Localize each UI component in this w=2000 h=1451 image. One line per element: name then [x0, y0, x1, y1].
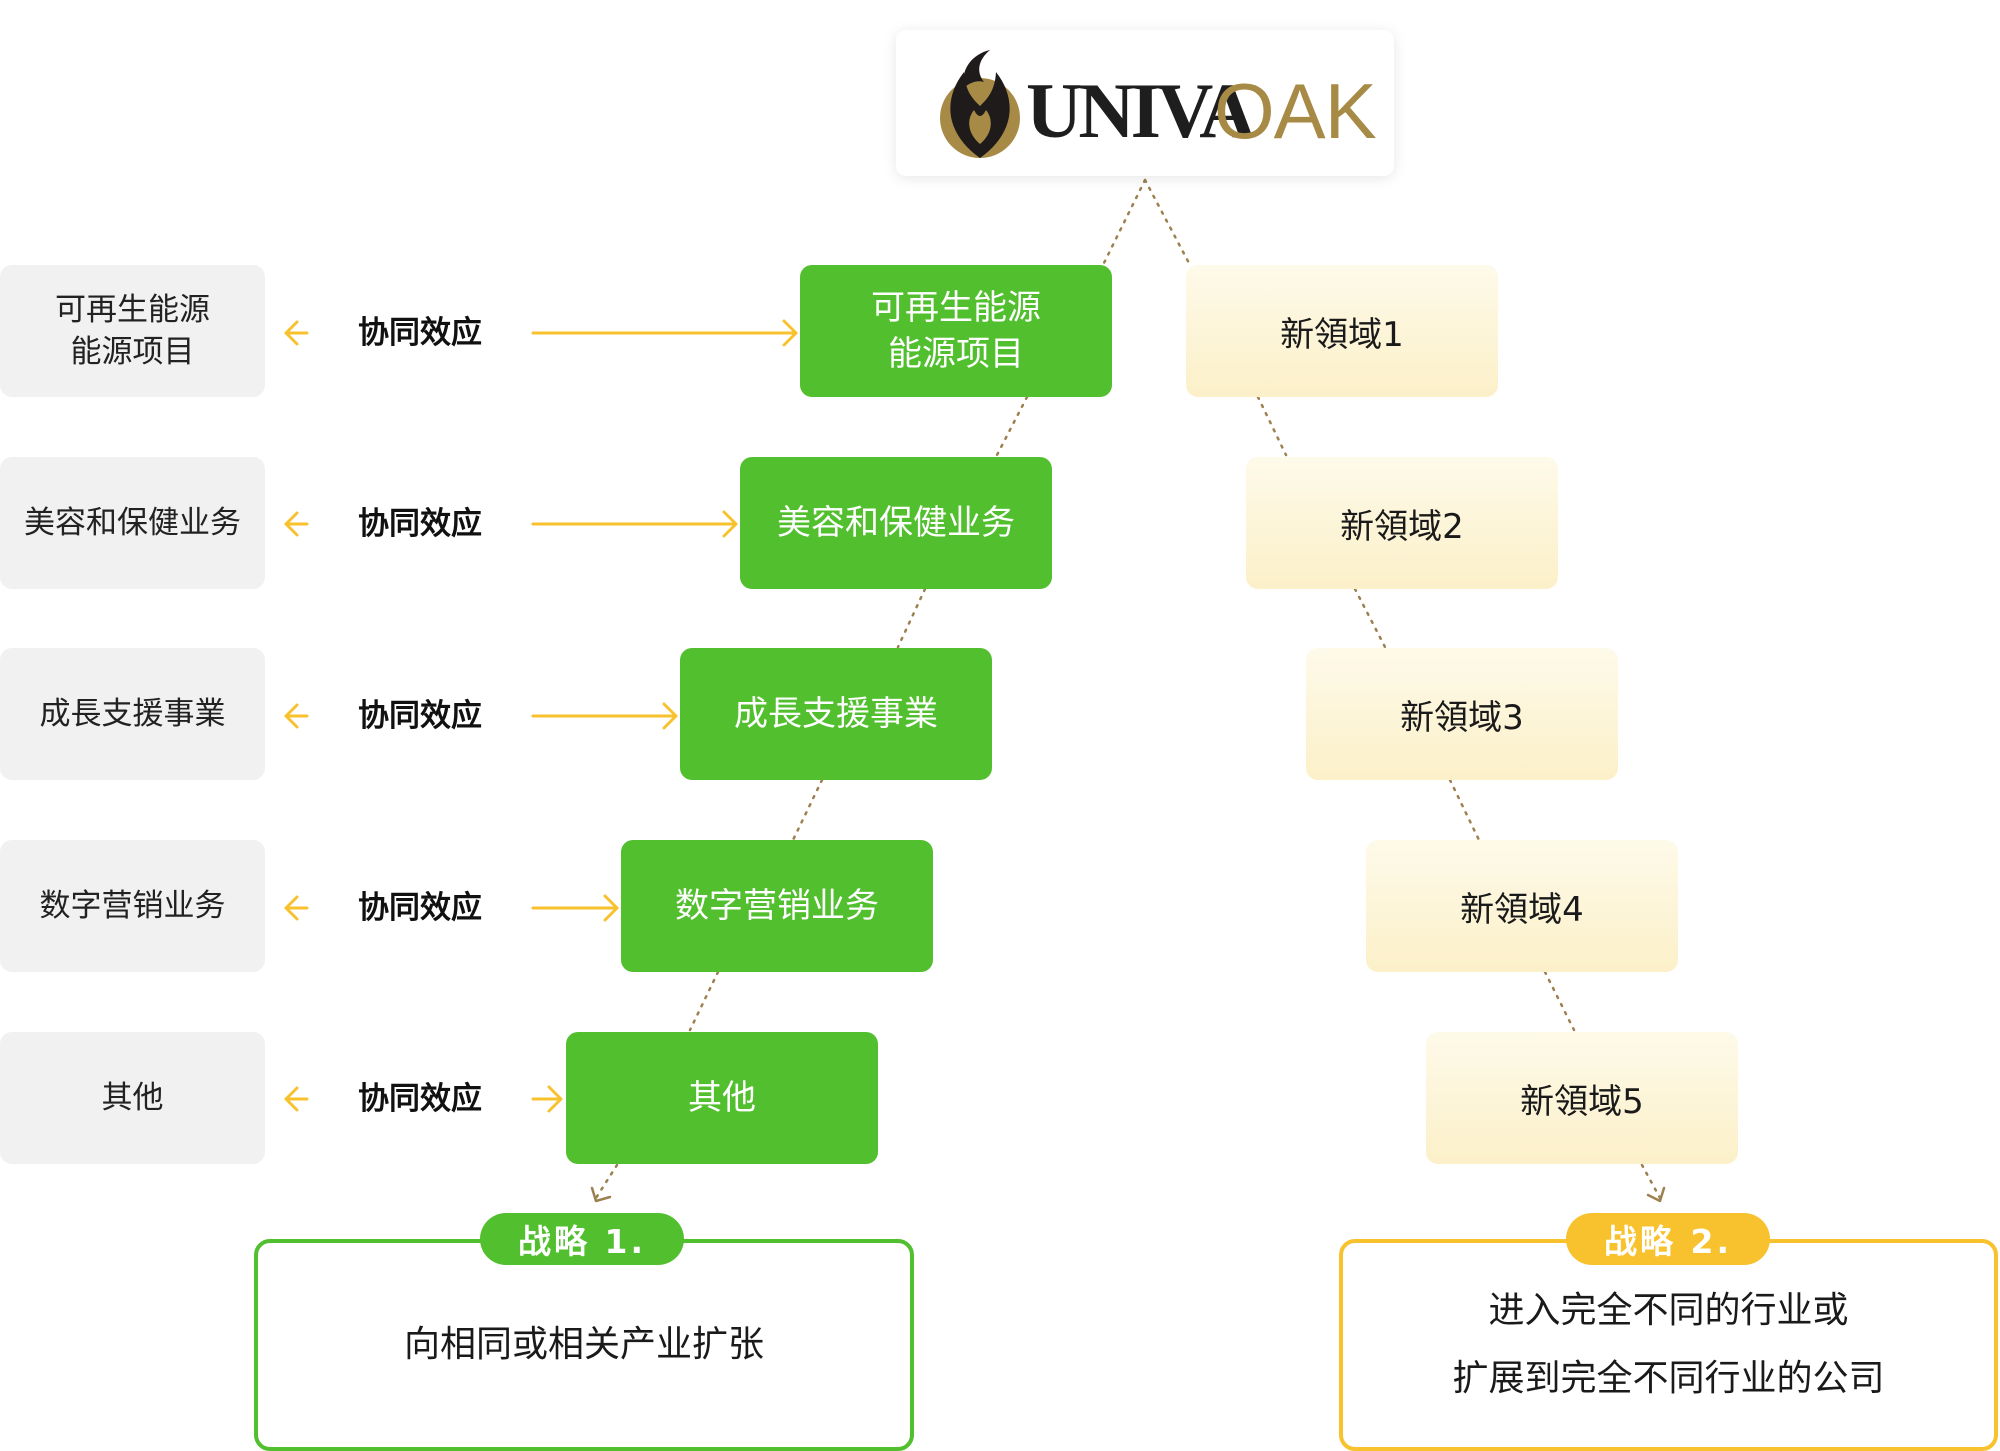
logo-text-oak: OAK — [1214, 67, 1377, 155]
new-domain-box-4: 新領域4 — [1366, 840, 1678, 972]
dotted-line-green-1-2 — [995, 395, 1029, 457]
dotted-line-cream-1-2 — [1256, 395, 1288, 457]
synergy-label-4: 协同效应 — [358, 890, 482, 926]
new-domain-box-5: 新領域5 — [1426, 1032, 1738, 1164]
synergy-right-arrow-3 — [531, 702, 678, 730]
dotted-line-cream-4-5 — [1543, 970, 1576, 1032]
synergy-label-2: 协同效应 — [358, 506, 482, 542]
synergy-right-arrow-4 — [531, 894, 619, 922]
existing-business-box-2: 美容和保健业务 — [0, 457, 265, 589]
flame-emblem-icon — [940, 50, 1020, 158]
dotted-line-green-4-5 — [688, 970, 720, 1032]
strategy-1-text: 向相同或相关产业扩张 — [403, 1324, 764, 1365]
existing-business-box-1: 可再生能源 能源项目 — [0, 265, 265, 397]
dotted-line-logo-to-cream — [1143, 178, 1192, 267]
logo-text-univa: UNIVA — [1026, 67, 1256, 154]
synergy-label-3: 协同效应 — [358, 698, 482, 734]
univa-oak-logo-card: UNIVA OAK — [896, 30, 1394, 176]
related-business-box-1: 可再生能源 能源项目 — [800, 265, 1112, 397]
synergy-left-arrow-5 — [284, 1086, 309, 1112]
strategy-1-badge: 战略 1. — [480, 1213, 684, 1265]
strategy-2-box: 进入完全不同的行业或 扩展到完全不同行业的公司 — [1339, 1239, 1998, 1451]
dotted-line-cream-2-3 — [1353, 587, 1387, 649]
dotted-line-cream-to-strategy2 — [1640, 1163, 1662, 1200]
existing-business-box-4: 数字营销业务 — [0, 840, 265, 972]
existing-business-box-5: 其他 — [0, 1032, 265, 1164]
synergy-right-arrow-5 — [531, 1085, 563, 1113]
synergy-label-5: 协同效应 — [358, 1081, 482, 1117]
dotted-line-green-3-4 — [791, 778, 824, 842]
new-domain-box-1: 新領域1 — [1186, 265, 1498, 397]
dotted-line-cream-3-4 — [1448, 778, 1481, 842]
arrowhead-strategy1 — [590, 1186, 612, 1203]
related-business-box-4: 数字营销业务 — [621, 840, 933, 972]
synergy-right-arrow-1 — [531, 319, 798, 347]
dotted-line-green-2-3 — [896, 587, 927, 649]
strategy-2-badge: 战略 2. — [1566, 1213, 1770, 1265]
synergy-label-1: 协同效应 — [358, 315, 482, 351]
synergy-left-arrow-1 — [284, 320, 309, 346]
dotted-line-green-to-strategy1 — [594, 1163, 619, 1200]
existing-business-box-3: 成長支援事業 — [0, 648, 265, 780]
related-business-box-2: 美容和保健业务 — [740, 457, 1052, 589]
synergy-left-arrow-2 — [284, 511, 309, 537]
synergy-left-arrow-3 — [284, 703, 309, 729]
related-business-box-3: 成長支援事業 — [680, 648, 992, 780]
synergy-right-arrow-2 — [531, 510, 738, 538]
new-domain-box-2: 新領域2 — [1246, 457, 1558, 589]
strategy-1-box: 向相同或相关产业扩张 — [254, 1239, 914, 1451]
strategy-2-text: 进入完全不同的行业或 扩展到完全不同行业的公司 — [1452, 1290, 1885, 1399]
arrowhead-strategy2 — [1646, 1186, 1666, 1203]
dotted-line-logo-to-green — [1101, 178, 1147, 267]
synergy-left-arrow-4 — [284, 895, 309, 921]
new-domain-box-3: 新領域3 — [1306, 648, 1618, 780]
related-business-box-5: 其他 — [566, 1032, 878, 1164]
